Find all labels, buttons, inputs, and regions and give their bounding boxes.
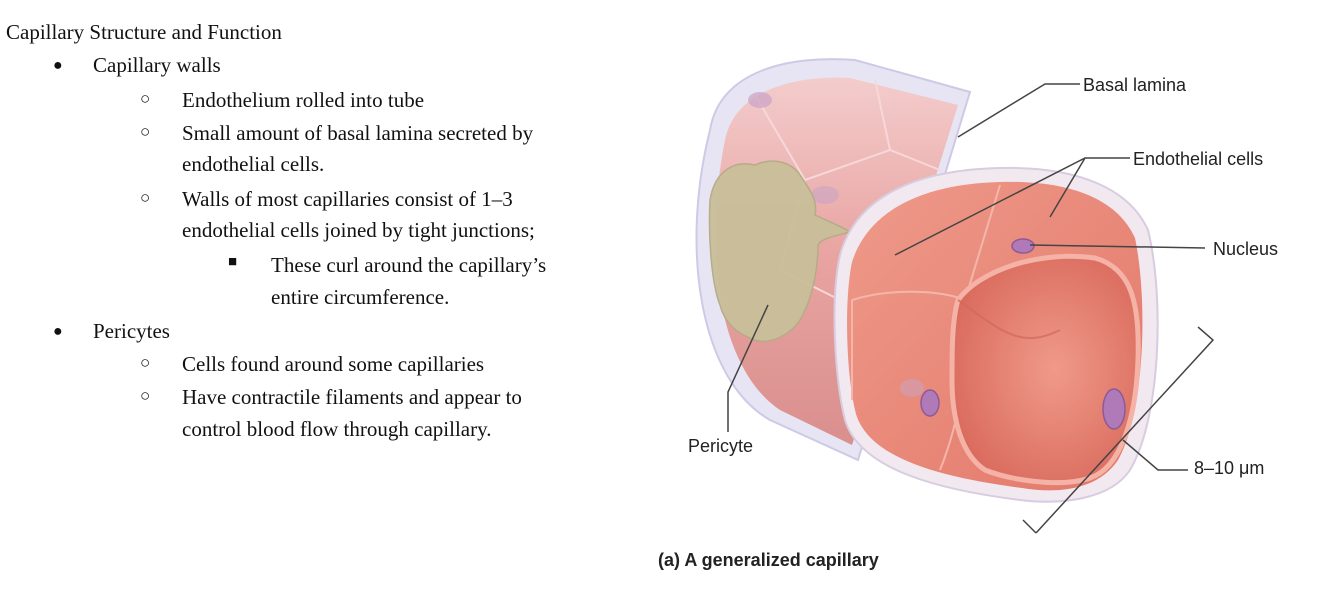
bullet-circle-icon: ○ xyxy=(140,386,150,406)
section-heading-capillary-walls: Capillary walls xyxy=(93,52,221,78)
list-item: Small amount of basal lamina secreted by xyxy=(182,120,533,146)
nucleus-left xyxy=(921,390,939,416)
bullet-circle-icon: ○ xyxy=(140,122,150,142)
sub-list-item: These curl around the capillary’s xyxy=(271,252,546,278)
sub-list-item-continuation: entire circumference. xyxy=(271,284,449,310)
label-endothelial-cells: Endothelial cells xyxy=(1133,149,1263,169)
list-item: Have contractile filaments and appear to xyxy=(182,384,522,410)
list-item-continuation: endothelial cells. xyxy=(182,151,324,177)
basal-lamina-ring xyxy=(835,168,1158,502)
bullet-circle-icon: ○ xyxy=(140,188,150,208)
label-pericyte: Pericyte xyxy=(688,436,753,456)
label-basal-lamina: Basal lamina xyxy=(1083,75,1187,95)
bullet-square-icon: ■ xyxy=(228,254,237,271)
section-heading-pericytes: Pericytes xyxy=(93,318,170,344)
figure-caption: (a) A generalized capillary xyxy=(658,550,879,570)
label-diameter: 8–10 μm xyxy=(1194,458,1264,478)
capillary-figure: Basal lamina Endothelial cells Nucleus P… xyxy=(640,0,1334,610)
bullet-disc-icon: ● xyxy=(53,323,63,341)
capillary-illustration: Basal lamina Endothelial cells Nucleus P… xyxy=(640,0,1334,610)
bullet-circle-icon: ○ xyxy=(140,353,150,373)
list-item-continuation: control blood flow through capillary. xyxy=(182,416,491,442)
nucleus-right xyxy=(1103,389,1125,429)
list-item: Cells found around some capillaries xyxy=(182,351,484,377)
list-item-continuation: endothelial cells joined by tight juncti… xyxy=(182,217,535,243)
bullet-circle-icon: ○ xyxy=(140,89,150,109)
list-item: Walls of most capillaries consist of 1–3 xyxy=(182,186,513,212)
list-item: Endothelium rolled into tube xyxy=(182,87,424,113)
nucleus-top xyxy=(1012,239,1034,253)
notes-title: Capillary Structure and Function xyxy=(6,20,282,45)
bullet-disc-icon: ● xyxy=(53,57,63,75)
label-nucleus: Nucleus xyxy=(1213,239,1278,259)
